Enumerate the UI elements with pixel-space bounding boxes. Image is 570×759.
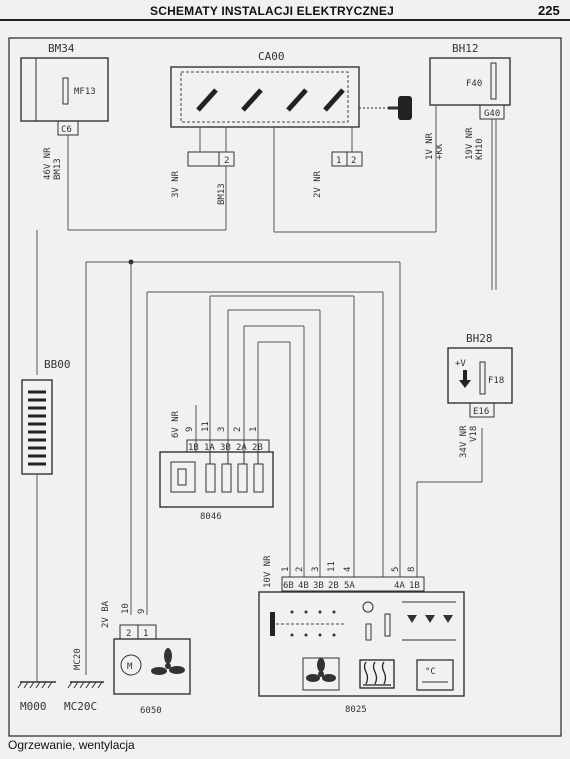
c6050-pin-2: 1 <box>143 629 148 639</box>
c8025-wire-number-6: 5 <box>391 567 401 572</box>
plug-3v-pin: 2 <box>224 156 229 166</box>
temperature-icon: °C <box>416 659 454 691</box>
plug-2v-pin-2: 2 <box>351 156 356 166</box>
c6050-wire-number-2: 9 <box>137 609 147 614</box>
c8046-wire-number-1: 9 <box>185 427 195 432</box>
c8025-pin-6: 4A <box>394 581 405 591</box>
c8025-wire-number-4: 11 <box>327 561 337 572</box>
plug-2v-wire-label: 2V NR <box>313 170 323 198</box>
c8046-component: 6V NR 9 11 3 2 1 1B 1A 3B 2A 2B 8046 <box>159 410 274 522</box>
c6050-name: 6050 <box>140 706 162 716</box>
c8046-wire-number-3: 3 <box>217 427 227 432</box>
bb00-name: BB00 <box>44 358 71 371</box>
header-rule <box>0 19 570 21</box>
ca00-name: CA00 <box>258 50 285 63</box>
c8025-pin-1: 6B <box>283 581 294 591</box>
c8046-wire-number-5: 1 <box>249 427 259 432</box>
page-header: SCHEMATY INSTALACJI ELEKTRYCZNEJ 225 <box>0 0 570 24</box>
bh28-symbol: +V <box>455 359 466 369</box>
c8046-pin-4: 2A <box>236 443 247 453</box>
c8025-pin-4: 2B <box>328 581 339 591</box>
c8046-pin-2: 1A <box>204 443 215 453</box>
svg-text:°C: °C <box>425 667 436 677</box>
page-title: SCHEMATY INSTALACJI ELEKTRYCZNEJ <box>150 4 394 18</box>
c8046-wire-number-2: 11 <box>201 421 211 432</box>
bh12-connector-label: G40 <box>484 109 500 119</box>
page-number: 225 <box>538 3 560 18</box>
c8046-pin-1: 1B <box>188 443 199 453</box>
bm34-wire-id: BM13 <box>53 158 63 180</box>
c8025-pin-5: 5A <box>344 581 355 591</box>
c8046-name: 8046 <box>200 512 222 522</box>
motor-icon <box>120 654 142 676</box>
svg-text:M: M <box>127 662 133 672</box>
plug-3v: 2 3V NR BM13 <box>171 151 235 205</box>
c8025-component: 10V NR 1 2 3 11 4 5 8 6B 4B 3B 2B 5A 4A … <box>258 555 465 715</box>
c8046-pin-3: 3B <box>220 443 231 453</box>
ignition-key-icon <box>398 96 412 120</box>
m000-name: M000 <box>20 700 47 713</box>
c8025-wire-label: 10V NR <box>263 555 273 588</box>
c8025-wire-number-5: 4 <box>343 567 353 572</box>
arrow-down-icon <box>459 370 471 388</box>
bh28-wire-label: 34V NR <box>459 425 469 458</box>
bh12-wire-b-id: KH10 <box>475 138 485 160</box>
bh28-component: BH28 +V F18 E16 34V NR V18 <box>447 332 513 458</box>
figure-caption: Ogrzewanie, wentylacja <box>8 738 135 752</box>
bm34-component: BM34 MF13 C6 46V NR BM13 <box>20 42 109 180</box>
wire-junction <box>128 259 134 265</box>
plug-3v-wire-label: 3V NR <box>171 170 181 198</box>
mc20-label: MC20C <box>64 700 97 713</box>
bh12-wire-a-id: +KK <box>435 143 445 160</box>
plug-3v-wire-id: BM13 <box>217 183 227 205</box>
c6050-pin-1: 2 <box>126 629 131 639</box>
diagram-frame <box>8 37 562 737</box>
wiring-diagram: BM34 MF13 C6 46V NR BM13 CA00 BH12 F40 G… <box>8 37 562 737</box>
c6050-wire-number-1: 10 <box>121 603 131 614</box>
bm34-fuse-label: MF13 <box>74 87 96 97</box>
upper-wiring <box>67 105 497 675</box>
ground-m000: M000 <box>17 681 56 713</box>
c8046-pin-5: 2B <box>252 443 263 453</box>
plug-2v: 1 2 2V NR <box>313 151 363 198</box>
bh28-connector-label: E16 <box>473 407 489 417</box>
lamp-icon <box>362 601 374 613</box>
bb00-component: BB00 <box>21 230 71 682</box>
bh12-fuse-label: F40 <box>466 79 482 89</box>
bh12-wire-a-label: 1V NR <box>425 132 435 160</box>
c6050-wire-label: 2V BA <box>101 600 111 628</box>
fan-icon <box>151 648 185 675</box>
bh28-wire-id: V18 <box>469 426 479 442</box>
c8046-wire-label: 6V NR <box>171 410 181 438</box>
c8025-wire-number-7: 8 <box>407 567 417 572</box>
ca00-component: CA00 <box>170 50 412 128</box>
bm34-wire-label: 46V NR <box>43 147 53 180</box>
diode-icon <box>407 615 453 623</box>
c8025-wire-number-2: 2 <box>295 567 305 572</box>
bh28-name: BH28 <box>466 332 493 345</box>
plug-2v-pin-1: 1 <box>336 156 341 166</box>
bh12-component: BH12 F40 G40 1V NR +KK 19V NR KH10 <box>425 42 511 160</box>
bh12-name: BH12 <box>452 42 479 55</box>
c6050-component: 2V BA 10 9 2 1 M 6050 <box>101 600 191 716</box>
c8046-wire-number-4: 2 <box>233 427 243 432</box>
rear-defrost-icon <box>359 659 395 689</box>
c8025-name: 8025 <box>345 705 367 715</box>
bh28-fuse-label: F18 <box>488 376 504 386</box>
c8025-wire-number-3: 3 <box>311 567 321 572</box>
c8025-pin-2: 4B <box>298 581 309 591</box>
mc20-name: MC20 <box>73 648 83 670</box>
c8025-pin-3: 3B <box>313 581 324 591</box>
ground-mc20: MC20 MC20C <box>64 648 104 713</box>
bm34-connector-label: C6 <box>61 125 72 135</box>
fan-icon <box>302 657 340 691</box>
c8025-wire-number-1: 1 <box>281 567 291 572</box>
bh12-wire-b-label: 19V NR <box>465 127 475 160</box>
bm34-name: BM34 <box>48 42 75 55</box>
c8025-pin-7: 1B <box>409 581 420 591</box>
